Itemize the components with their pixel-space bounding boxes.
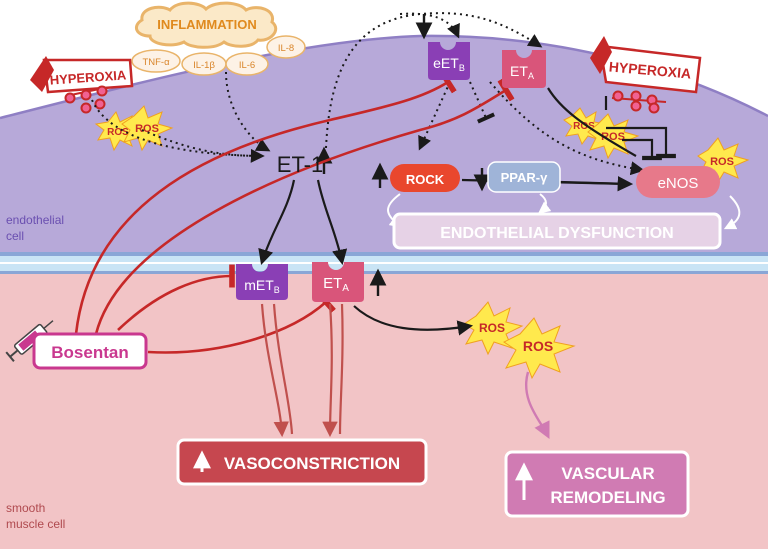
bosentan-drug: Bosentan bbox=[32, 332, 148, 370]
ros-label-left-b: ROS bbox=[135, 123, 159, 135]
rock-node: ROCK bbox=[390, 164, 460, 192]
rock-label: ROCK bbox=[406, 172, 445, 187]
smooth-muscle-cell-label: smooth muscle cell bbox=[6, 501, 65, 531]
svg-text:mETB: mETB bbox=[244, 277, 280, 295]
remodeling-label: REMODELING bbox=[550, 488, 665, 507]
inflammation-label: INFLAMMATION bbox=[157, 17, 256, 32]
ros-remodeling-arrow bbox=[525, 371, 550, 440]
eetb-receptor: eETB bbox=[428, 42, 470, 80]
vasoconstriction-arrows bbox=[260, 303, 344, 438]
eetb-label: eET bbox=[433, 55, 459, 71]
enos-node: eNOS bbox=[636, 166, 720, 198]
et1-label: ET-1 bbox=[277, 152, 323, 177]
eta-top-sub: A bbox=[528, 71, 534, 81]
ros-burst-sm-b: ROS bbox=[503, 317, 576, 380]
ros-burst-left-b: ROS bbox=[121, 105, 174, 152]
cytokine-il8: IL-8 bbox=[278, 43, 294, 54]
ros-label-left-a: ROS bbox=[107, 127, 129, 138]
membrane-line-bottom bbox=[0, 271, 768, 274]
eetb-sub: B bbox=[459, 63, 465, 73]
membrane-line-mid bbox=[0, 262, 768, 264]
eta-top-label: ET bbox=[510, 63, 528, 79]
inflammation-cloud bbox=[134, 1, 278, 49]
bosentan-label: Bosentan bbox=[51, 343, 128, 362]
oxygen-molecules-right bbox=[611, 90, 667, 114]
vasoconstriction-label: VASOCONSTRICTION bbox=[224, 454, 400, 473]
vasoconstriction-box: VASOCONSTRICTION bbox=[176, 438, 428, 486]
svg-text:ETA: ETA bbox=[510, 63, 534, 81]
ros-label-sm-a: ROS bbox=[479, 321, 505, 335]
eta-bottom-receptor: ETA bbox=[312, 262, 364, 302]
ros-inhibition-enos bbox=[604, 96, 676, 161]
smooth-muscle-label-line2: muscle cell bbox=[6, 517, 65, 531]
hyperoxia-left-label: HYPEROXIA bbox=[49, 67, 127, 87]
regulation-arrows bbox=[315, 14, 491, 296]
cytokine-il1b: IL-1β bbox=[193, 60, 215, 71]
endothelial-label-line1: endothelial bbox=[6, 213, 64, 227]
endothelial-cell-label: endothelial cell bbox=[6, 213, 67, 243]
cytokine-il6: IL-6 bbox=[239, 60, 255, 71]
svg-text:ETA: ETA bbox=[323, 275, 349, 294]
hyperoxia-right-label: HYPEROXIA bbox=[608, 58, 692, 81]
ros-label-right-a: ROS bbox=[573, 121, 595, 132]
cytokine-pills: TNF-α IL-1β IL-6 IL-8 bbox=[131, 35, 306, 76]
vascular-label: VASCULAR bbox=[561, 464, 654, 483]
ppar-label: PPAR-γ bbox=[501, 170, 548, 185]
membrane-line-top bbox=[0, 252, 768, 256]
metb-label: mET bbox=[244, 277, 274, 293]
svg-text:eETB: eETB bbox=[433, 55, 465, 73]
ros-label-enos: ROS bbox=[710, 156, 734, 168]
cytokine-tnf: TNF-α bbox=[142, 57, 170, 68]
metb-sub: B bbox=[274, 285, 280, 295]
ros-label-sm-b: ROS bbox=[523, 338, 553, 354]
eta-bottom-label: ET bbox=[323, 275, 342, 292]
endothelial-dysfunction-label: ENDOTHELIAL DYSFUNCTION bbox=[440, 225, 673, 242]
endothelial-dysfunction-box: ENDOTHELIAL DYSFUNCTION bbox=[392, 212, 722, 250]
metb-receptor: mETB bbox=[236, 264, 288, 300]
vascular-remodeling-box: VASCULAR REMODELING bbox=[504, 450, 690, 518]
endothelial-layer bbox=[0, 35, 768, 253]
hyperoxia-left-badge: HYPEROXIA bbox=[30, 56, 134, 94]
enos-label: eNOS bbox=[658, 175, 699, 192]
smooth-muscle-label-line1: smooth bbox=[6, 501, 45, 515]
eta-bottom-sub: A bbox=[342, 283, 349, 294]
eta-top-receptor: ETA bbox=[502, 50, 546, 88]
hyperoxia-right-badge: HYPEROXIA bbox=[590, 36, 702, 94]
ppar-node: PPAR-γ bbox=[487, 161, 561, 193]
endothelial-label-line2: cell bbox=[6, 229, 24, 243]
oxygen-molecules-left bbox=[64, 85, 108, 114]
bosentan-inhibition-lines bbox=[74, 70, 515, 354]
